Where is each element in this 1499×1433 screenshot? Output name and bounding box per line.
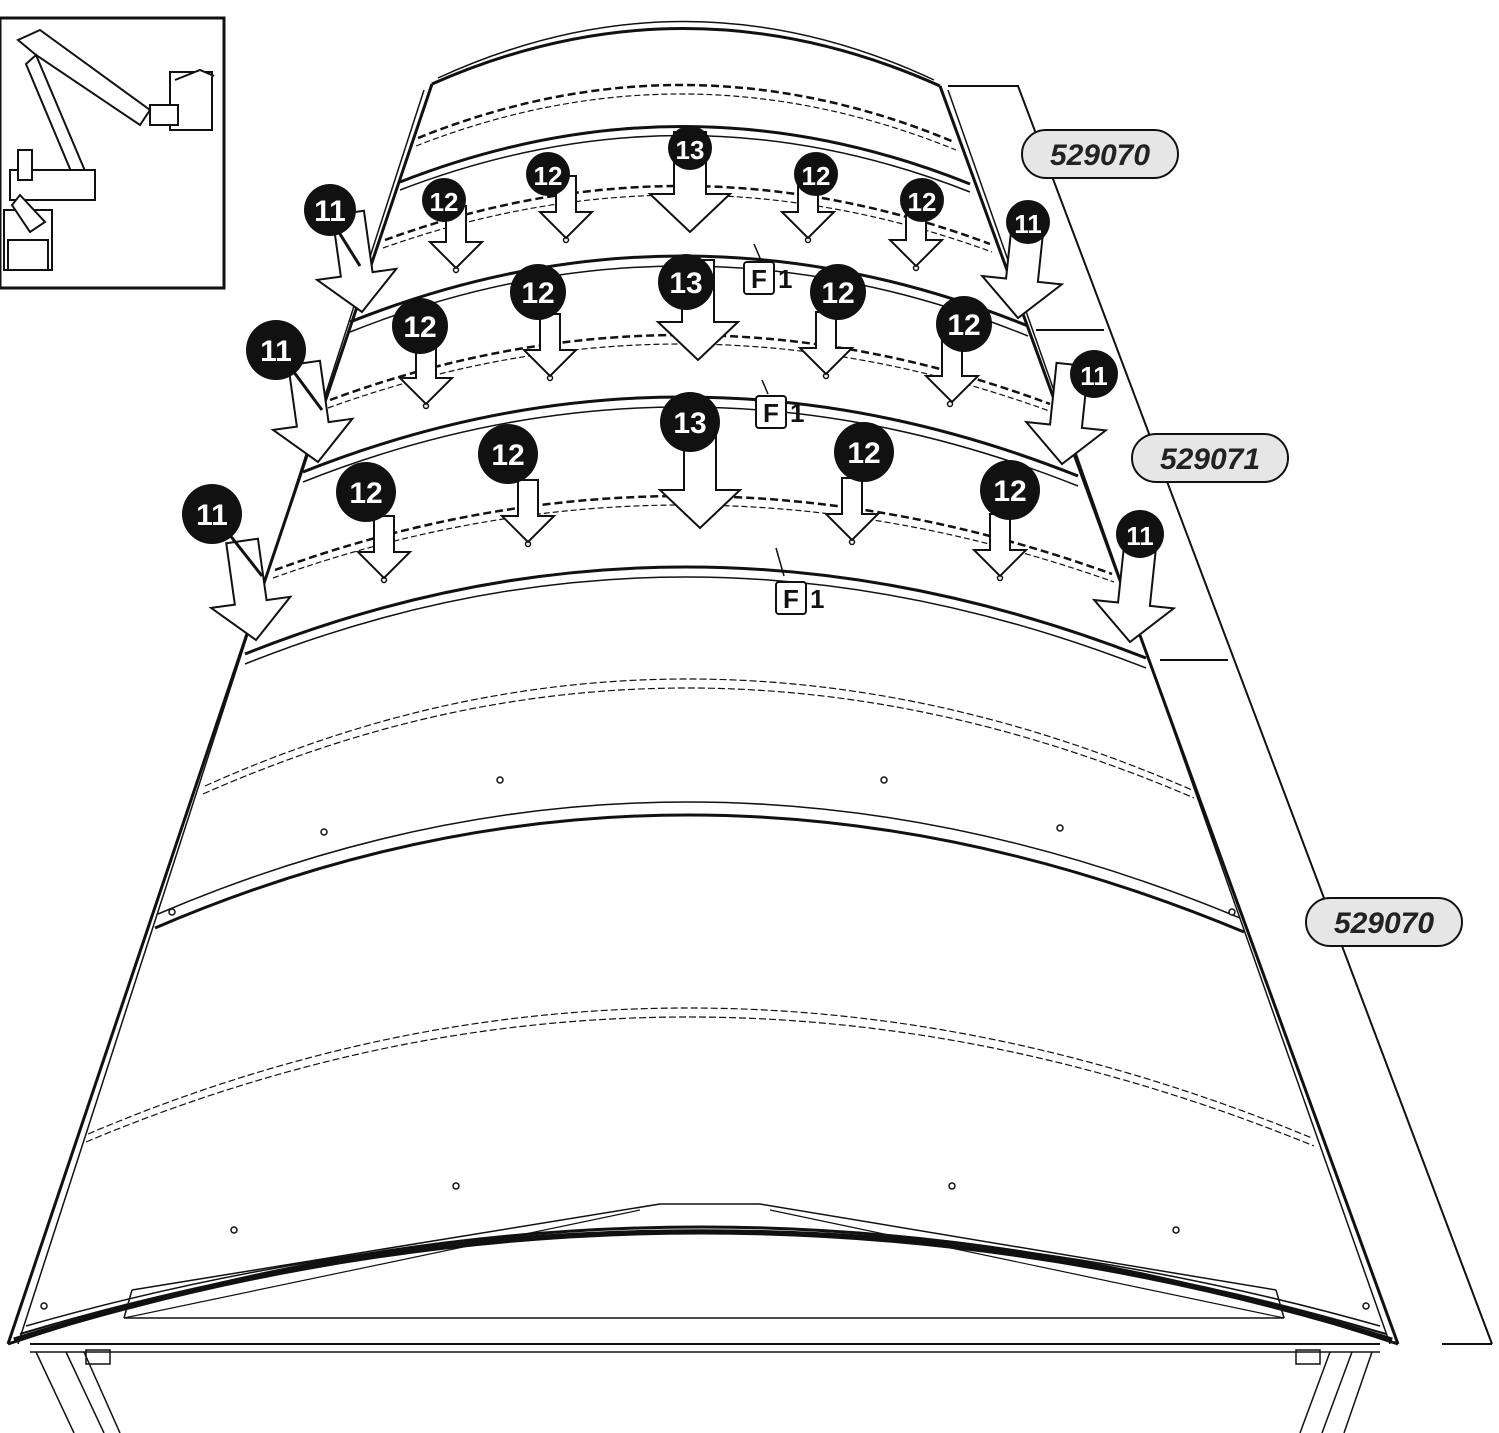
callout-12: 12 (973, 460, 1040, 577)
svg-text:F: F (783, 584, 799, 614)
callout-11: 11 (1021, 350, 1118, 470)
svg-text:12: 12 (993, 475, 1026, 508)
svg-text:13: 13 (669, 267, 702, 300)
svg-text:1: 1 (790, 398, 804, 428)
callout-11: 11 (1089, 510, 1182, 648)
svg-text:529070: 529070 (1050, 139, 1150, 172)
part-label-3: 529070 (1305, 897, 1463, 947)
callout-11: 11 (246, 320, 359, 469)
svg-text:12: 12 (403, 311, 436, 344)
svg-text:11: 11 (1080, 361, 1108, 391)
rivet-holes (40, 236, 1370, 1310)
callout-12: 12 (526, 152, 593, 239)
part-label-1: 529070 (1021, 129, 1179, 179)
callout-12: 12 (825, 422, 894, 541)
svg-text:12: 12 (908, 187, 937, 217)
callout-11: 11 (977, 200, 1070, 324)
svg-text:1: 1 (810, 584, 824, 614)
callout-12: 12 (336, 462, 411, 579)
svg-text:13: 13 (676, 135, 705, 165)
svg-text:11: 11 (260, 335, 292, 368)
callout-12: 12 (925, 296, 992, 403)
svg-text:12: 12 (349, 477, 382, 510)
callout-12: 12 (799, 264, 866, 375)
svg-text:F: F (763, 398, 779, 428)
svg-text:12: 12 (847, 437, 880, 470)
callout-12: 12 (478, 424, 555, 543)
svg-text:F: F (751, 264, 767, 294)
callout-13: 13 (659, 392, 741, 529)
callout-11: 11 (182, 484, 297, 647)
svg-text:12: 12 (430, 187, 459, 217)
svg-text:529070: 529070 (1334, 907, 1434, 940)
callout-12: 12 (889, 178, 944, 267)
svg-text:12: 12 (802, 161, 831, 191)
overview-thumbnail (0, 16, 226, 290)
svg-text:11: 11 (196, 499, 228, 532)
svg-text:13: 13 (673, 407, 706, 440)
svg-text:11: 11 (1126, 521, 1154, 551)
fastener-ref-2: F 1 (755, 379, 804, 429)
svg-text:12: 12 (534, 161, 563, 191)
svg-text:11: 11 (314, 195, 346, 228)
callout-11: 11 (304, 184, 403, 319)
svg-text:12: 12 (491, 439, 524, 472)
callout-12: 12 (510, 264, 577, 377)
svg-text:12: 12 (947, 309, 980, 342)
svg-text:529071: 529071 (1160, 443, 1260, 476)
part-label-2: 529071 (1131, 433, 1289, 483)
callout-13: 13 (649, 126, 731, 233)
callout-12: 12 (392, 298, 453, 405)
fastener-ref-3: F 1 (775, 547, 824, 615)
svg-text:12: 12 (821, 277, 854, 310)
callout-row-2: 11 12 12 13 12 12 11 (246, 254, 1118, 470)
svg-text:12: 12 (521, 277, 554, 310)
callout-row-3: 11 12 12 13 12 12 11 (182, 392, 1182, 648)
svg-text:1: 1 (778, 264, 792, 294)
callout-13: 13 (657, 254, 739, 361)
callout-12: 12 (422, 178, 483, 269)
callout-12: 12 (781, 152, 838, 239)
callout-row-1: 11 12 12 13 12 12 (304, 126, 1070, 324)
svg-text:11: 11 (1014, 209, 1042, 239)
fastener-ref-1: F 1 (743, 243, 792, 295)
